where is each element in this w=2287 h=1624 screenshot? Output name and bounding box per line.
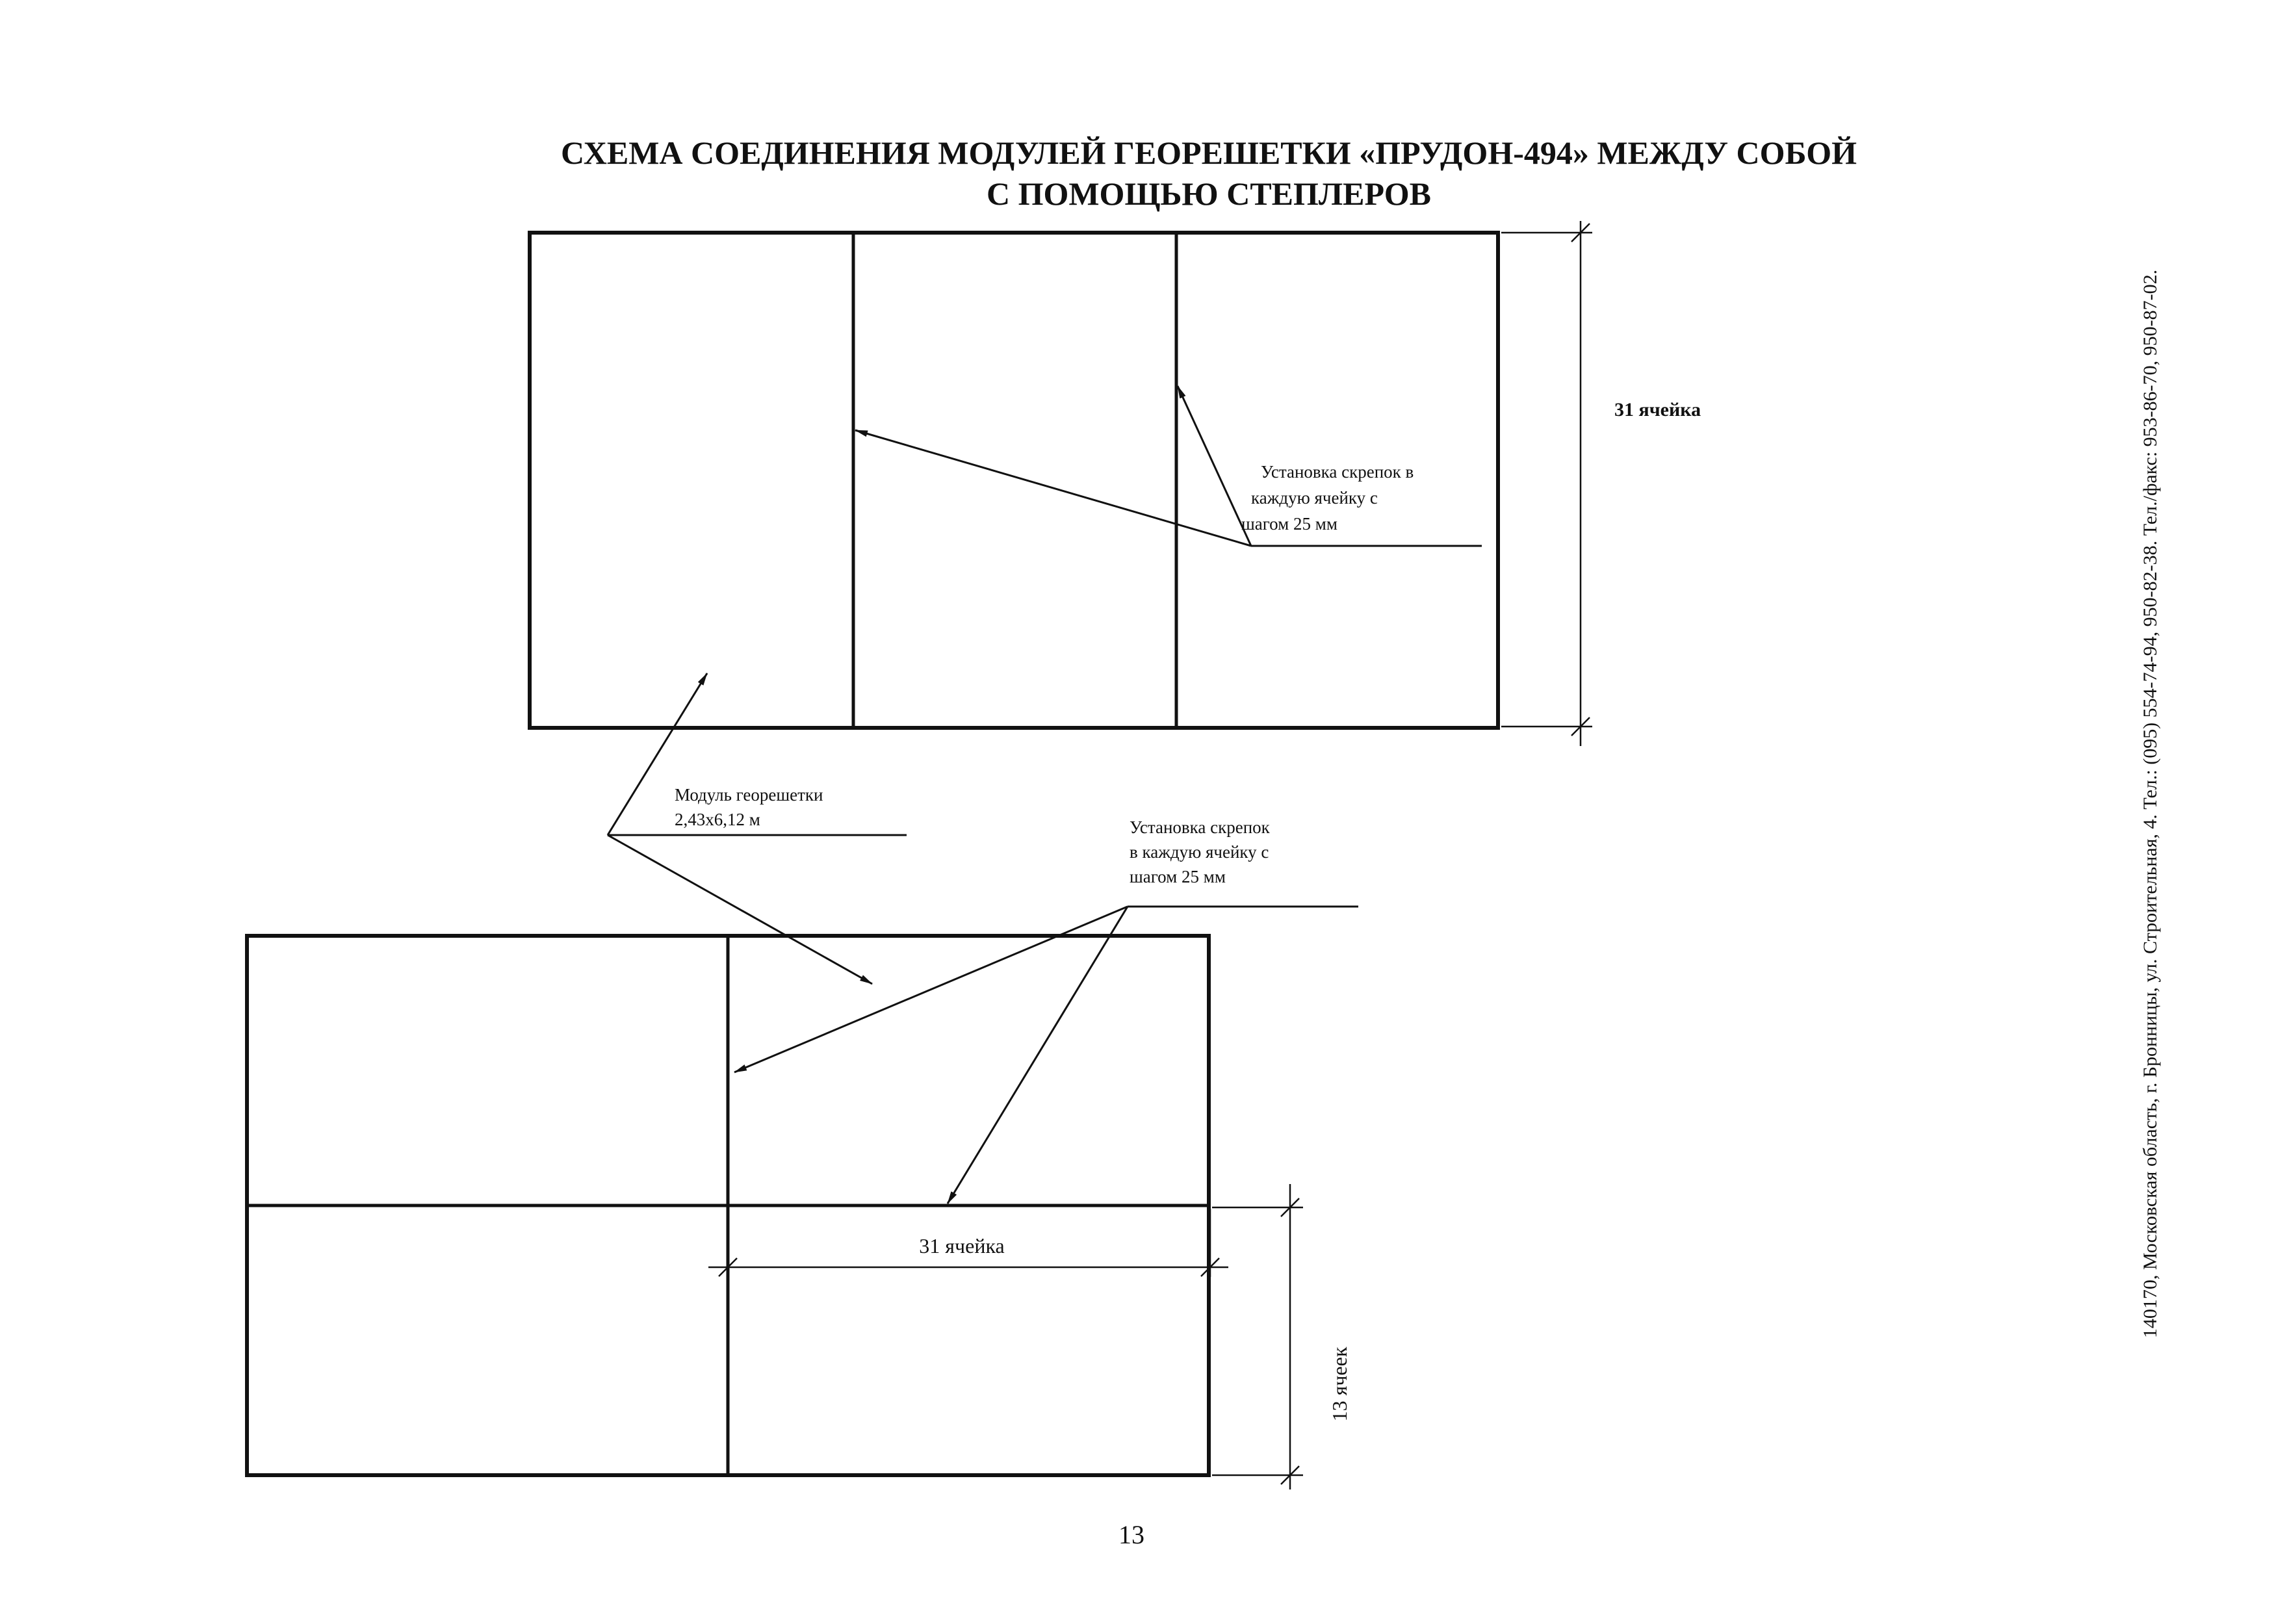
bottom-width-label: 31 ячейка — [919, 1234, 1004, 1257]
bottom-staple-note-line-1: Установка скрепок — [1130, 818, 1271, 837]
top-height-dimension — [1501, 221, 1592, 746]
module-note-line-2: 2,43х6,12 м — [675, 810, 760, 829]
top-staple-leaders — [855, 385, 1482, 547]
top-staple-note-line-2: каждую ячейку с — [1251, 488, 1378, 508]
module-note-line-1: Модуль георешетки — [675, 785, 823, 805]
bottom-module-block — [245, 934, 1211, 1477]
top-dimension-label: 31 ячейка — [1614, 399, 1701, 420]
bottom-height-dimension — [1212, 1184, 1303, 1489]
title-line-2: С ПОМОЩЬЮ СТЕПЛЕРОВ — [987, 175, 1431, 212]
address-side-text: 140170, Московская область, г. Бронницы,… — [2139, 270, 2161, 1338]
bottom-height-label: 13 ячеек — [1328, 1347, 1351, 1421]
bottom-staple-note-line-3: шагом 25 мм — [1130, 867, 1226, 886]
module-note-leaders — [606, 673, 907, 985]
page-number: 13 — [1118, 1520, 1144, 1549]
bottom-staple-leaders — [734, 905, 1358, 1204]
title-line-1: СХЕМА СОЕДИНЕНИЯ МОДУЛЕЙ ГЕОРЕШЕТКИ «ПРУ… — [561, 135, 1857, 171]
bottom-staple-note-line-2: в каждую ячейку с — [1130, 842, 1269, 862]
top-block-outline — [528, 231, 1500, 730]
top-staple-note-line-1: Установка скрепок в — [1261, 462, 1414, 482]
top-module-block — [528, 231, 1500, 730]
top-staple-note-line-3: шагом 25 мм — [1241, 514, 1337, 534]
bottom-width-dimension — [708, 1209, 1228, 1277]
